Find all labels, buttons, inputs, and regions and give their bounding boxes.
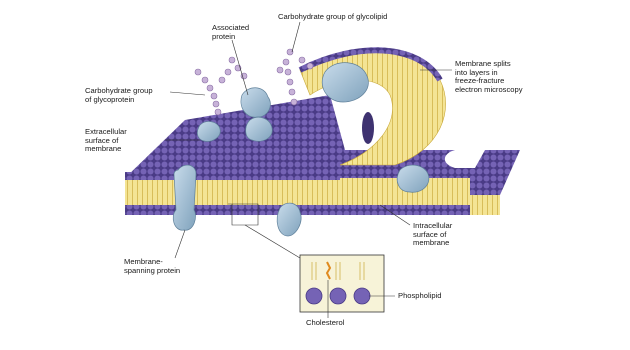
- label-intracellular-surface: Intracellular surface of membrane: [413, 222, 452, 248]
- associated-protein-shape: [241, 88, 270, 117]
- membrane-spanning-protein-shape: [173, 165, 196, 230]
- label-extracellular-surface: Extracellular surface of membrane: [85, 128, 127, 154]
- label-phospholipid: Phospholipid: [398, 292, 442, 301]
- label-membrane-splits: Membrane splits into layers in freeze-fr…: [455, 60, 523, 94]
- label-cholesterol: Cholesterol: [306, 319, 344, 328]
- label-carbohydrate-glycolipid: Carbohydrate group of glycolipid: [278, 13, 387, 22]
- label-associated-protein: Associated protein: [212, 24, 249, 41]
- label-membrane-spanning-protein: Membrane- spanning protein: [124, 258, 180, 275]
- label-carbohydrate-glycoprotein: Carbohydrate group of glycoprotein: [85, 87, 153, 104]
- inset-detail-box: [300, 255, 395, 318]
